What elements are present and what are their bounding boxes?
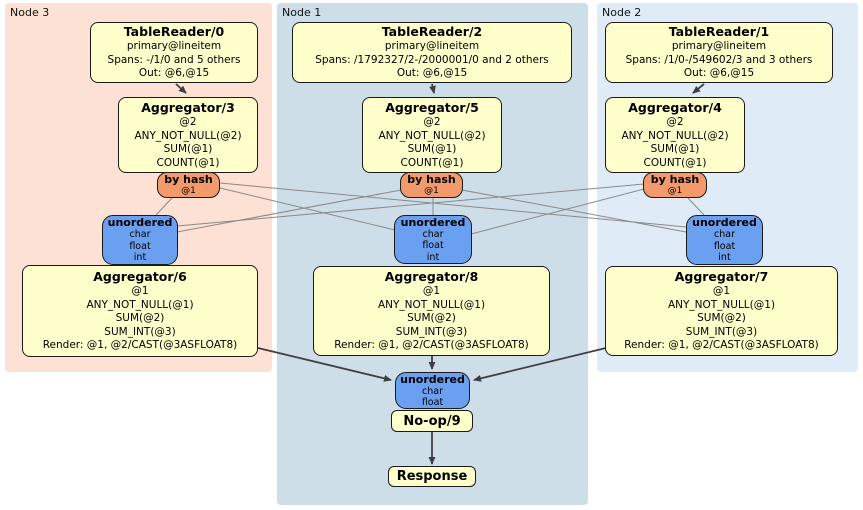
by-hash-router-3: by hash @1 [157,172,220,198]
noop-9-node: No-op/9 [391,410,473,432]
node-detail: SUM(@2) [697,312,746,325]
sync-type: int [426,251,440,263]
sync-type: char [714,229,735,241]
node-title: Aggregator/8 [384,269,479,285]
router-column: @1 [424,186,439,196]
node-title: Aggregator/4 [628,100,722,115]
node-detail: SUM(@2) [407,312,456,325]
node1-region-label: Node 1 [282,6,322,19]
node-detail: @1 [712,285,731,298]
response-node: Response [388,466,476,487]
sync-label: unordered [400,215,466,229]
node-detail: @1 [422,285,441,298]
sync-type: float [421,397,444,408]
node-title: Aggregator/5 [385,100,479,115]
node-detail: Out: @6,@15 [138,67,210,80]
node-title: TableReader/0 [123,24,225,40]
node-title: TableReader/1 [668,24,770,40]
aggregator-3-node: Aggregator/3 @2 ANY_NOT_NULL(@2) SUM(@1)… [118,97,258,173]
router-label: by hash [650,173,700,186]
unordered-sync-5: unordered char float int [394,215,472,264]
node3-region-label: Node 3 [10,6,50,19]
node-detail: Out: @6,@15 [396,67,468,80]
node-title: No-op/9 [403,413,461,429]
node-detail: ANY_NOT_NULL(@2) [378,129,486,142]
aggregator-7-node: Aggregator/7 @1 ANY_NOT_NULL(@1) SUM(@2)… [605,266,838,356]
aggregator-4-node: Aggregator/4 @2 ANY_NOT_NULL(@2) SUM(@1)… [605,97,745,173]
node-detail: COUNT(@1) [400,156,464,169]
node-detail: Render: @1, @2/CAST(@3ASFLOAT8) [42,339,238,352]
node-detail: @2 [179,116,197,128]
node-detail: primary@lineitem [126,40,222,53]
aggregator-8-node: Aggregator/8 @1 ANY_NOT_NULL(@1) SUM(@2)… [313,266,550,356]
node-detail: SUM_INT(@3) [104,325,176,338]
by-hash-router-4: by hash @1 [643,172,707,198]
node-detail: SUM(@1) [650,143,700,155]
sync-type: char [422,385,443,397]
aggregator-5-node: Aggregator/5 @2 ANY_NOT_NULL(@2) SUM(@1)… [362,97,502,173]
node-detail: SUM(@2) [115,312,165,325]
node-title: Aggregator/6 [93,269,187,285]
unordered-sync-final: unordered char float [395,372,470,409]
tablereader-2-node: TableReader/2 primary@lineitem Spans: /1… [292,22,572,83]
node-detail: ANY_NOT_NULL(@2) [621,129,729,142]
sync-label: unordered [692,216,757,230]
node-detail: Spans: /1792327/2-/2000001/0 and 2 other… [315,53,549,66]
node-title: Response [396,469,468,484]
sync-type: int [133,252,147,264]
hash-distribution-links [155,182,705,235]
tablereader-1-node: TableReader/1 primary@lineitem Spans: /1… [605,22,833,83]
node-detail: SUM(@1) [163,143,213,155]
node2-region-label: Node 2 [602,6,642,19]
node-detail: @2 [423,116,441,128]
node-detail: primary@lineitem [384,40,480,53]
sync-label: unordered [400,372,465,386]
sync-label: unordered [107,216,173,230]
router-label: by hash [164,173,213,186]
node-detail: ANY_NOT_NULL(@1) [377,298,486,311]
node-detail: SUM(@1) [407,143,457,155]
sync-type: float [713,240,736,252]
sync-type: float [129,240,151,252]
router-column: @1 [667,186,683,196]
node-detail: COUNT(@1) [643,156,707,169]
node-detail: ANY_NOT_NULL(@1) [86,298,194,311]
node-detail: SUM_INT(@3) [685,325,758,338]
node-detail: ANY_NOT_NULL(@2) [134,129,242,142]
unordered-sync-3: unordered char float int [102,215,178,265]
unordered-sync-4: unordered char float int [686,215,763,265]
sync-type: char [422,228,444,240]
node-detail: @2 [666,116,684,128]
flow-arrows [175,83,705,465]
router-column: @1 [181,186,196,196]
by-hash-router-5: by hash @1 [400,172,463,198]
node-detail: COUNT(@1) [156,156,220,169]
node-detail: Spans: -/1/0 and 5 others [107,53,241,66]
node-detail: @1 [131,285,149,298]
node-detail: Render: @1, @2/CAST(@3ASFLOAT8) [624,339,819,352]
tablereader-0-node: TableReader/0 primary@lineitem Spans: -/… [90,22,258,83]
node-title: Aggregator/7 [674,269,769,285]
node-detail: ANY_NOT_NULL(@1) [667,298,776,311]
node-title: TableReader/2 [381,24,483,40]
sync-type: int [718,252,731,264]
sync-type: float [422,240,444,252]
aggregator-6-node: Aggregator/6 @1 ANY_NOT_NULL(@1) SUM(@2)… [22,265,258,357]
node-detail: SUM_INT(@3) [395,325,468,338]
node-detail: Out: @6,@15 [683,67,755,80]
sync-type: char [129,229,151,241]
router-label: by hash [407,173,456,186]
node-detail: Render: @1, @2/CAST(@3ASFLOAT8) [334,339,529,352]
node-detail: primary@lineitem [671,40,767,53]
node-detail: Spans: /1/0-/549602/3 and 3 others [625,53,813,66]
node-title: Aggregator/3 [141,100,235,115]
